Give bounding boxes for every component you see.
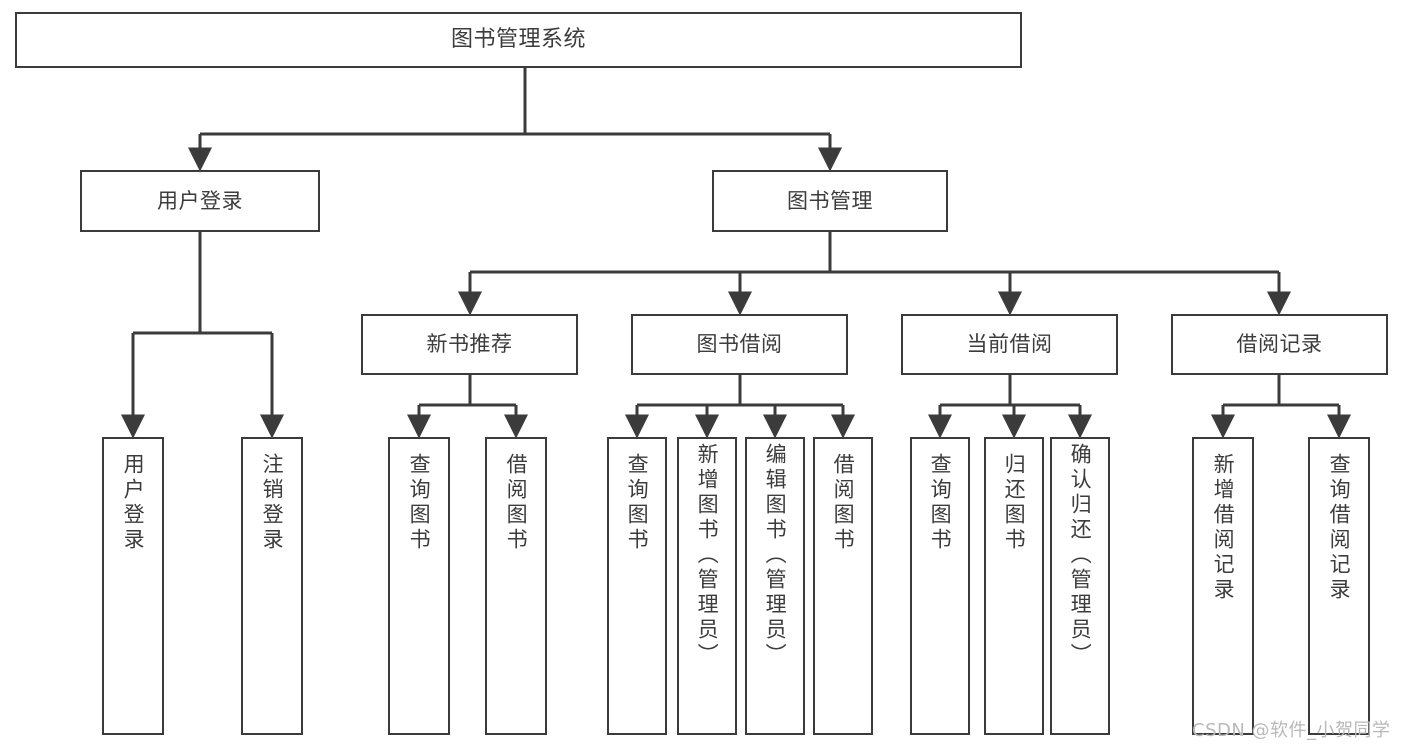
node-borrow-record[interactable]: 借阅记录 [1171,314,1388,375]
node-leaf-return-book[interactable]: 归还图书 [984,437,1044,735]
csdn-watermark: CSDN @软件_小贺同学 [1192,720,1391,741]
node-leaf-borrow-book-2-label: 借阅图书 [831,453,856,553]
node-leaf-user-logout-label: 注销登录 [260,453,285,553]
node-leaf-user-login-label: 用户登录 [121,453,146,553]
node-leaf-query-book-2[interactable]: 查询图书 [607,437,667,735]
node-leaf-user-login[interactable]: 用户登录 [102,437,164,735]
node-current-borrow-label: 当前借阅 [966,332,1053,357]
node-leaf-borrow-book-1-label: 借阅图书 [504,453,529,553]
edge-root-to-level2 [188,68,842,172]
node-current-borrow[interactable]: 当前借阅 [901,314,1118,375]
edge-userlogin-to-leaves [121,232,284,439]
node-leaf-borrow-book-2[interactable]: 借阅图书 [813,437,873,735]
edge-bookborrow-to-leaves [625,375,855,439]
node-new-book-recommend[interactable]: 新书推荐 [361,314,578,375]
node-leaf-add-record-label: 新增借阅记录 [1211,453,1236,603]
node-leaf-query-record-label: 查询借阅记录 [1327,453,1352,603]
node-book-borrow-label: 图书借阅 [696,332,783,357]
node-user-login[interactable]: 用户登录 [80,170,320,232]
node-leaf-add-book[interactable]: 新增图书（管理员） [677,437,737,735]
node-leaf-borrow-book-1[interactable]: 借阅图书 [485,437,547,735]
edge-newbook-to-leaves [407,375,528,439]
node-leaf-query-book-3-label: 查询图书 [928,453,953,553]
node-new-book-recommend-label: 新书推荐 [426,332,513,357]
edge-borrowrecord-to-leaves [1211,375,1351,439]
node-root[interactable]: 图书管理系统 [15,12,1022,68]
node-leaf-user-logout[interactable]: 注销登录 [241,437,303,735]
node-leaf-query-record[interactable]: 查询借阅记录 [1308,437,1370,735]
node-leaf-query-book-1-label: 查询图书 [407,453,432,553]
node-leaf-query-book-2-label: 查询图书 [625,453,650,553]
node-leaf-edit-book[interactable]: 编辑图书（管理员） [745,437,805,735]
node-book-manage-label: 图书管理 [787,188,873,213]
node-leaf-confirm-return-label: 确认归还（管理员） [1068,443,1093,668]
node-leaf-add-book-label: 新增图书（管理员） [695,443,720,668]
edge-currentborrow-to-leaves [928,375,1092,439]
node-leaf-edit-book-label: 编辑图书（管理员） [763,443,788,668]
node-borrow-record-label: 借阅记录 [1236,332,1323,357]
node-user-login-label: 用户登录 [157,188,243,213]
node-leaf-return-book-label: 归还图书 [1002,453,1027,553]
node-leaf-add-record[interactable]: 新增借阅记录 [1192,437,1254,735]
node-leaf-query-book-1[interactable]: 查询图书 [388,437,450,735]
node-leaf-query-book-3[interactable]: 查询图书 [910,437,970,735]
node-root-label: 图书管理系统 [450,27,586,53]
node-book-manage[interactable]: 图书管理 [712,170,948,232]
node-leaf-confirm-return[interactable]: 确认归还（管理员） [1050,437,1110,735]
node-book-borrow[interactable]: 图书借阅 [631,314,848,375]
edge-bookmanage-to-level3 [458,232,1291,316]
